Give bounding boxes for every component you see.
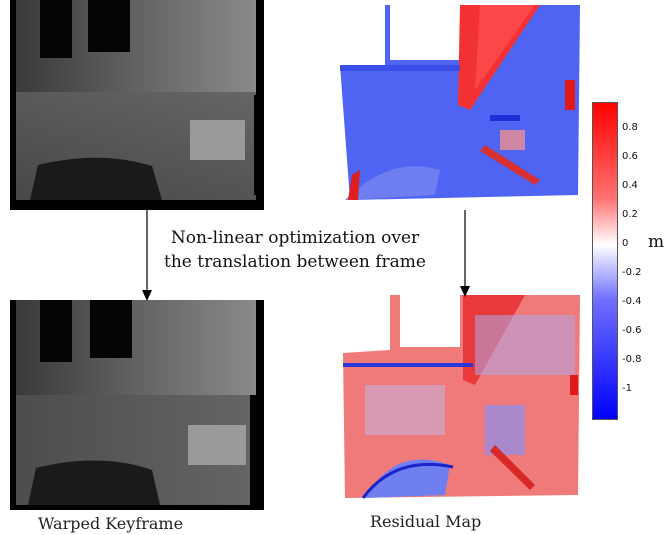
colorbar <box>592 102 618 420</box>
caption-residual-map: Residual Map <box>370 512 482 531</box>
warped-keyframe-image <box>10 300 264 510</box>
colorbar-tick: -0.8 <box>622 354 642 365</box>
annotation-line-2: the translation between frame <box>164 252 426 272</box>
residual-map-bottom <box>343 295 580 499</box>
depth-image-top <box>10 0 264 210</box>
colorbar-tick: 0.4 <box>622 180 638 191</box>
colorbar-tick: -0.2 <box>622 267 642 278</box>
caption-warped-keyframe: Warped Keyframe <box>38 514 184 533</box>
colorbar-tick: 0.6 <box>622 151 638 162</box>
arrow-right <box>460 210 470 297</box>
colorbar-unit-label: m <box>648 232 665 252</box>
arrow-left <box>142 208 152 301</box>
colorbar-tick: 0.2 <box>622 209 638 220</box>
residual-map-top <box>340 5 580 200</box>
colorbar-tick: -1 <box>622 383 632 394</box>
colorbar-tick: -0.6 <box>622 325 642 336</box>
annotation-line-1: Non-linear optimization over <box>170 228 420 248</box>
colorbar-tick: 0.8 <box>622 122 638 133</box>
colorbar-tick: -0.4 <box>622 296 642 307</box>
colorbar-tick: 0 <box>622 238 629 249</box>
